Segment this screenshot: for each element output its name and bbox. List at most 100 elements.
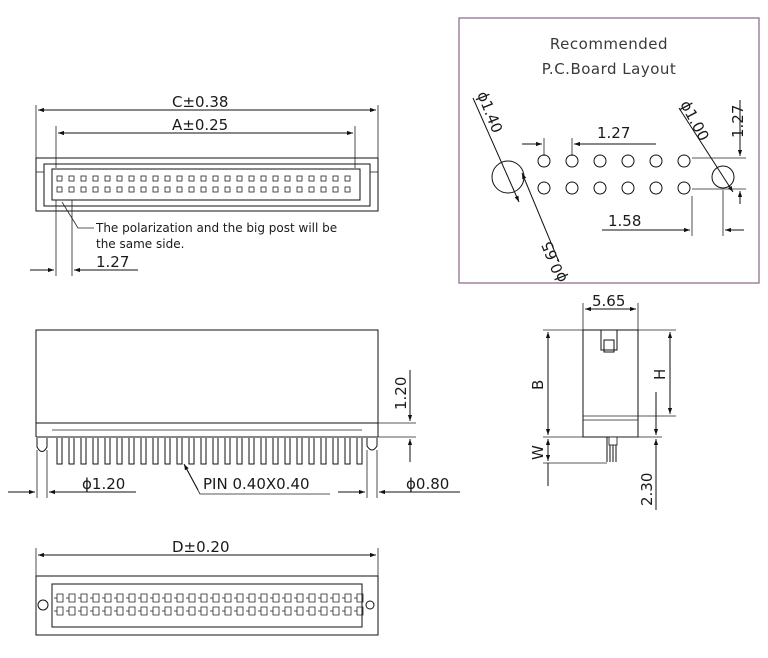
bottom-pin xyxy=(164,593,172,603)
bottom-pin xyxy=(248,593,256,603)
front-body xyxy=(35,329,379,424)
bottom-pin xyxy=(356,606,364,616)
bottom-pin xyxy=(152,606,160,616)
top-pin-grid xyxy=(56,175,351,193)
bottom-body-inner xyxy=(51,583,363,628)
right-post-dia-label: ϕ0.80 xyxy=(406,475,449,493)
front-pin xyxy=(140,438,147,465)
bottom-pin xyxy=(356,593,364,603)
front-pin xyxy=(80,438,87,465)
top-pin-square xyxy=(56,175,63,182)
top-body-outer xyxy=(35,157,379,212)
post-hole-dia-label: ϕ1.40 xyxy=(473,89,506,136)
bottom-pin xyxy=(116,606,124,616)
post-hole-small xyxy=(711,165,735,189)
bottom-pin xyxy=(344,606,352,616)
bottom-pin xyxy=(152,593,160,603)
top-pin-square xyxy=(248,186,255,193)
top-pin-square xyxy=(284,175,291,182)
top-pin-square xyxy=(152,175,159,182)
front-pin xyxy=(128,438,135,465)
top-pin-square xyxy=(152,186,159,193)
top-pin-square xyxy=(260,175,267,182)
top-pin-square xyxy=(116,186,123,193)
top-pin-square xyxy=(320,186,327,193)
front-pin xyxy=(56,438,63,465)
bottom-post-left xyxy=(37,599,49,611)
bottom-pin xyxy=(128,593,136,603)
pcb-pin-holes xyxy=(537,154,691,195)
bottom-pin xyxy=(308,593,316,603)
top-pitch-label: 1.27 xyxy=(96,253,129,271)
top-pin-square xyxy=(284,186,291,193)
pcb-title-line2: P.C.Board Layout xyxy=(542,60,677,78)
top-pin-square xyxy=(128,186,135,193)
bottom-pin xyxy=(260,593,268,603)
bottom-pin xyxy=(188,606,196,616)
top-pin-square xyxy=(308,186,315,193)
bottom-pin xyxy=(116,593,124,603)
bottom-pin xyxy=(272,593,280,603)
bottom-pin xyxy=(104,606,112,616)
top-pin-square xyxy=(104,186,111,193)
pcb-pitch-v-label: 1.27 xyxy=(729,105,747,138)
top-pin-square xyxy=(212,186,219,193)
bottom-pin xyxy=(224,606,232,616)
bottom-pin xyxy=(344,593,352,603)
pin-size-label: PIN 0.40X0.40 xyxy=(203,475,310,493)
top-pin-square xyxy=(308,175,315,182)
bottom-pin-grid xyxy=(54,593,364,616)
bottom-pin xyxy=(176,593,184,603)
front-pin xyxy=(284,438,291,465)
top-pin-square xyxy=(92,186,99,193)
front-pin xyxy=(212,438,219,465)
polarization-note-line2: the same side. xyxy=(96,237,184,251)
bottom-pin xyxy=(212,593,220,603)
top-pin-square xyxy=(188,186,195,193)
top-pin-square xyxy=(188,175,195,182)
small-post-dia-label: ϕ1.00 xyxy=(676,97,712,144)
bottom-pin xyxy=(200,593,208,603)
bottom-pin xyxy=(332,606,340,616)
top-pin-square xyxy=(320,175,327,182)
front-height-label: 1.20 xyxy=(392,377,410,410)
pcb-pin-hole xyxy=(621,154,635,168)
bottom-pin xyxy=(320,606,328,616)
front-pin xyxy=(332,438,339,465)
top-pin-field xyxy=(51,168,361,201)
pcb-pin-hole xyxy=(649,181,663,195)
top-pin-square xyxy=(344,175,351,182)
dim-c-label: C±0.38 xyxy=(172,93,228,111)
bottom-pin xyxy=(296,593,304,603)
front-pin xyxy=(308,438,315,465)
bottom-pin xyxy=(212,606,220,616)
side-dim-b-label: B xyxy=(529,380,547,390)
top-pin-square xyxy=(128,175,135,182)
top-pin-square xyxy=(68,186,75,193)
bottom-pin xyxy=(308,606,316,616)
top-view: C±0.38 A±0.25 The polarization and the b… xyxy=(30,93,379,276)
bottom-pin xyxy=(284,593,292,603)
top-pin-square xyxy=(80,186,87,193)
pcb-layout-panel: Recommended P.C.Board Layout ϕ1.40 ϕ1.00… xyxy=(458,17,760,285)
bottom-pin xyxy=(176,606,184,616)
front-pin xyxy=(176,438,183,465)
front-view: 1.20 ϕ1.20 PIN 0.40X0.40 ϕ0.80 xyxy=(8,329,460,498)
front-pin xyxy=(236,438,243,465)
pcb-pin-hole xyxy=(621,181,635,195)
side-view: 5.65 B W H 2.30 xyxy=(529,292,676,510)
front-pin xyxy=(344,438,351,465)
dim-d-label: D±0.20 xyxy=(172,538,230,556)
top-pin-square xyxy=(68,175,75,182)
top-pin-square xyxy=(296,186,303,193)
front-pin xyxy=(272,438,279,465)
left-post xyxy=(36,438,48,452)
front-pin xyxy=(200,438,207,465)
top-pin-square xyxy=(224,186,231,193)
bottom-pin xyxy=(332,593,340,603)
front-pin xyxy=(248,438,255,465)
front-pin xyxy=(320,438,327,465)
top-pin-square xyxy=(212,175,219,182)
pcb-pin-hole xyxy=(537,154,551,168)
top-pin-square xyxy=(164,186,171,193)
